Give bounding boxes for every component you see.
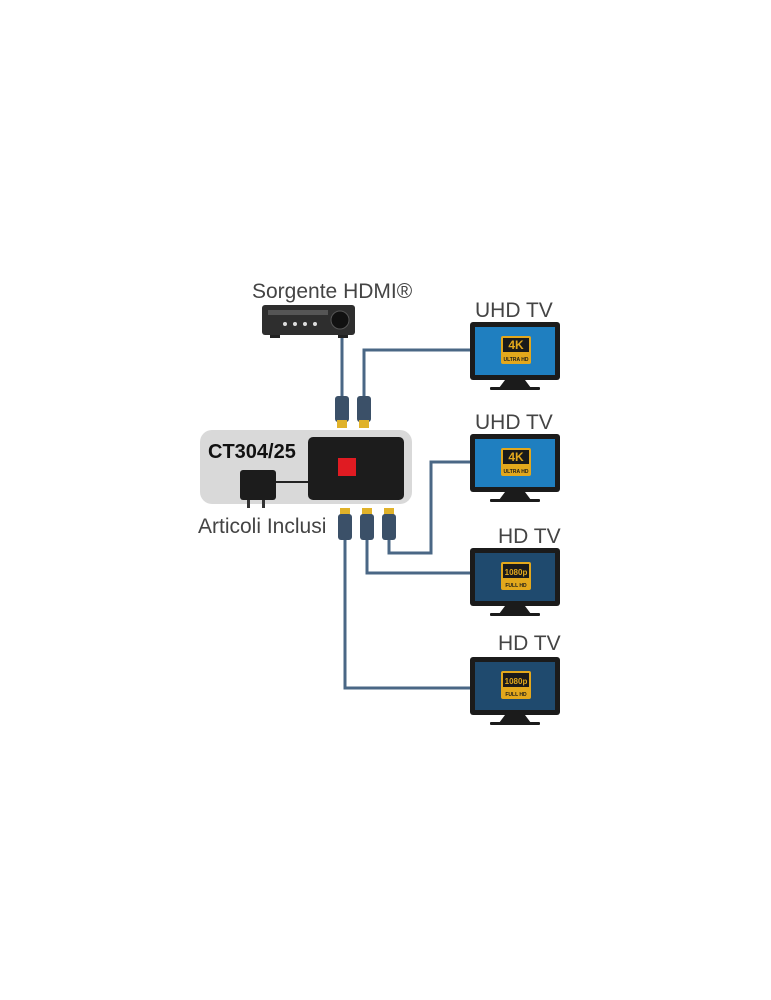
badge-sub-text: ULTRA HD [504, 357, 529, 363]
power-adapter-icon [240, 470, 308, 508]
tv-stand [499, 380, 531, 388]
cables [340, 335, 472, 690]
device-model: CT304/25 [208, 441, 296, 463]
badge-inner [503, 564, 529, 578]
badge-sub-text: FULL HD [505, 692, 527, 698]
brand-logo [338, 458, 356, 476]
tv-base [490, 499, 540, 502]
tv-label-4: HD TV [498, 632, 561, 655]
cable-output-3 [365, 540, 472, 575]
badge-inner [503, 673, 529, 687]
badge-main-text: 1080p [505, 677, 528, 686]
hdmi-connectors-top [335, 396, 371, 428]
badge-inner [503, 338, 529, 352]
badge-inner [503, 450, 529, 464]
tv-base [490, 722, 540, 725]
tv-base [490, 613, 540, 616]
tv-label-2: UHD TV [475, 411, 553, 434]
tv-stand [499, 492, 531, 500]
tv-label-1: UHD TV [475, 299, 553, 322]
badge-sub-text: ULTRA HD [504, 469, 529, 475]
tv-2: 4K ULTRA HD [470, 434, 560, 502]
badge-main-text: 4K [508, 338, 524, 352]
cable-output-2 [387, 460, 472, 555]
source-label: Sorgente HDMI® [252, 280, 413, 303]
included-items-label: Articoli Inclusi [198, 515, 327, 538]
badge-main-text: 4K [508, 450, 524, 464]
tv-stand [499, 606, 531, 614]
tv-1: 4K ULTRA HD [470, 322, 560, 390]
cable-output-4 [343, 540, 472, 690]
hdmi-connectors-bottom [338, 508, 396, 540]
tv-base [490, 387, 540, 390]
cable-output-1 [362, 348, 472, 398]
badge-main-text: 1080p [505, 568, 528, 577]
tv-stand [499, 715, 531, 723]
hdmi-source-device [262, 305, 355, 338]
badge-sub-text: FULL HD [505, 583, 527, 589]
tv-label-3: HD TV [498, 525, 561, 548]
